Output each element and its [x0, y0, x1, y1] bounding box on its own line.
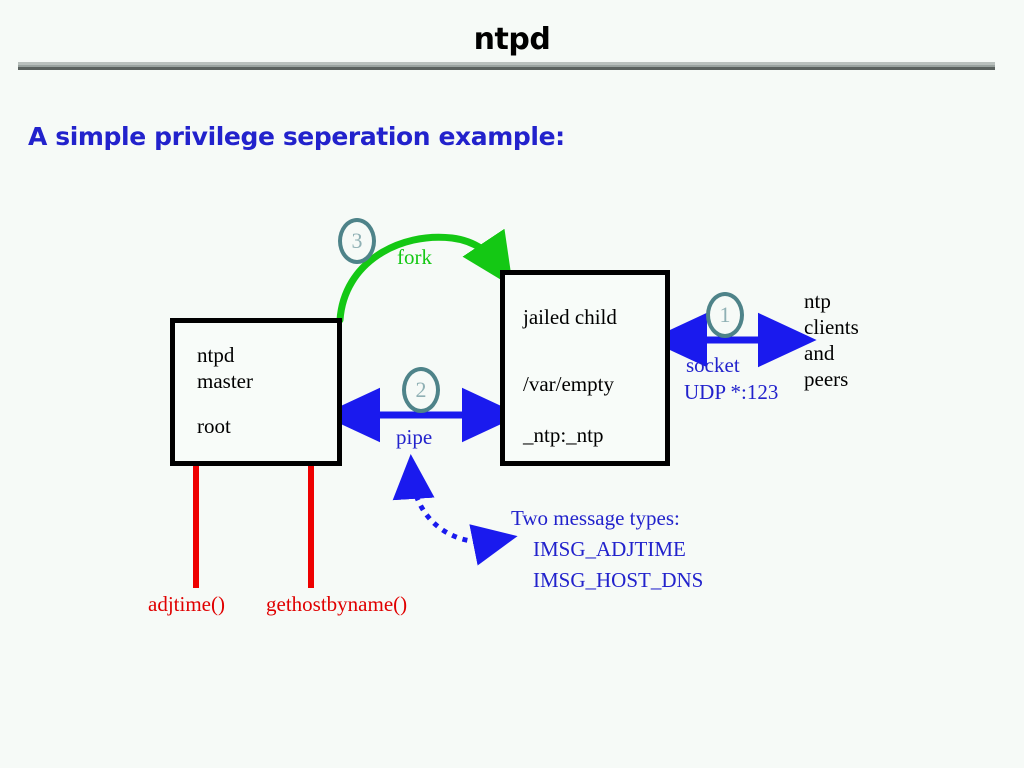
message-type-item-2: IMSG_HOST_DNS — [533, 568, 704, 592]
message-types-block: Two message types: IMSG_ADJTIME IMSG_HOS… — [511, 503, 703, 596]
adjtime-label: adjtime() — [148, 592, 225, 616]
master-box-line-3: root — [197, 414, 231, 438]
ntp-peers-text: ntp clients and peers — [804, 289, 859, 391]
page-title: ntpd — [473, 22, 551, 57]
jailed-child-box[interactable]: jailed child /var/empty _ntp:_ntp — [500, 270, 670, 466]
title-divider — [18, 62, 995, 70]
step-marker-1: 1 — [706, 292, 744, 338]
message-types-heading: Two message types: — [511, 506, 680, 530]
step-marker-2: 2 — [402, 367, 440, 413]
message-callout-arrow — [392, 454, 518, 566]
step-marker-3: 3 — [338, 218, 376, 264]
master-box-line-1: ntpd — [197, 343, 235, 367]
child-box-line-2: /var/empty — [523, 372, 614, 396]
master-box-line-2: master — [197, 369, 253, 393]
gethostbyname-label: gethostbyname() — [266, 592, 408, 616]
socket-label: socket — [686, 353, 740, 377]
fork-label: fork — [397, 245, 432, 269]
syscall-lines — [193, 466, 314, 588]
child-box-line-3: _ntp:_ntp — [523, 423, 604, 447]
master-process-box[interactable]: ntpd master root — [170, 318, 342, 466]
udp-port-label: UDP *:123 — [684, 380, 779, 404]
subtitle-text: A simple privilege seperation example: — [28, 122, 565, 151]
pipe-label: pipe — [396, 425, 433, 449]
child-box-line-1: jailed child — [523, 305, 617, 329]
message-type-item-1: IMSG_ADJTIME — [533, 537, 686, 561]
